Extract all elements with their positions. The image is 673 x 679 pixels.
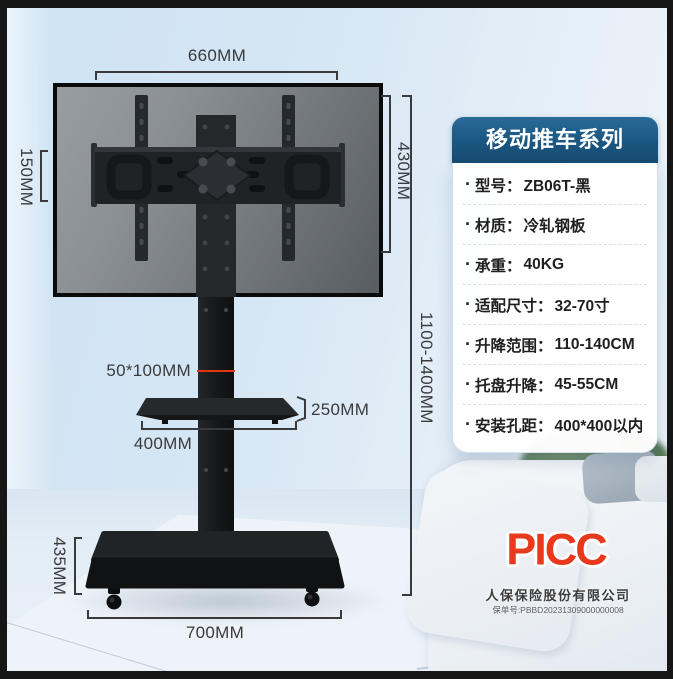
spec-value: 45-55CM (554, 375, 619, 393)
bullet-icon: · (465, 294, 471, 314)
spec-value: 40KG (523, 255, 565, 273)
dim-bracket-height-line (381, 95, 391, 253)
spec-row-load: · 承重： 40KG (463, 245, 647, 285)
dim-tv-width-label: 660MM (187, 46, 247, 65)
pillow (635, 456, 667, 502)
spec-row-tray-lift: · 托盘升降： 45-55CM (463, 365, 647, 405)
spec-value: 32-70寸 (554, 297, 610, 315)
insurance-policy-number: 保单号:PBBD20231309000000008 (492, 605, 624, 615)
spec-label: 材质： (475, 217, 522, 235)
spec-label: 安装孔距： (475, 417, 553, 435)
spec-card-body: · 型号： ZB06T-黑 · 材质： 冷轧钢板 · 承重： 40KG · 适配… (452, 163, 658, 453)
dim-tv-width-line (95, 71, 338, 80)
pole-screw (224, 468, 228, 472)
pole-screw (204, 308, 208, 312)
dim-tray-depth-label: 250MM (311, 400, 370, 419)
dim-base-width-line (87, 610, 342, 619)
spec-label: 托盘升降： (475, 377, 553, 395)
dim-height-range-label: 1100-1400MM (417, 312, 436, 424)
dim-base-width-label: 700MM (185, 623, 245, 642)
bullet-icon: · (465, 254, 471, 274)
bullet-icon: · (465, 334, 471, 354)
spec-row-hole-pattern: · 安装孔距： 400*400以内 (463, 405, 647, 444)
dim-plate-height-line (40, 150, 48, 202)
pole-screw (204, 468, 208, 472)
spec-row-model: · 型号： ZB06T-黑 (463, 165, 647, 205)
dim-plate-height-label: 150MM (17, 148, 36, 207)
dim-bracket-height-label: 430MM (394, 142, 413, 201)
pole-screw (224, 308, 228, 312)
dim-base-depth-label: 435MM (50, 537, 69, 596)
spec-card: 移动推车系列 · 型号： ZB06T-黑 · 材质： 冷轧钢板 · 承重： 40… (452, 117, 658, 453)
base-plate (85, 531, 345, 610)
dim-tray-depth-brace (296, 396, 306, 422)
spec-row-size: · 适配尺寸： 32-70寸 (463, 285, 647, 325)
dim-height-range-line (402, 95, 412, 596)
spec-label: 型号： (475, 177, 522, 195)
bullet-icon: · (465, 174, 471, 194)
spec-value: ZB06T-黑 (523, 177, 591, 195)
dim-tray-width-label: 400MM (133, 434, 193, 453)
pole-section-marker (197, 370, 235, 372)
bullet-icon: · (465, 214, 471, 234)
bullet-icon: · (465, 414, 471, 434)
spec-value: 冷轧钢板 (523, 217, 586, 235)
dim-pole-profile-label: 50*100MM (106, 361, 191, 380)
spec-row-material: · 材质： 冷轧钢板 (463, 205, 647, 245)
dim-tray-width-line (141, 421, 297, 430)
spec-label: 适配尺寸： (475, 297, 553, 315)
spec-value: 400*400以内 (554, 417, 644, 435)
bullet-icon: · (465, 374, 471, 394)
spec-card-title: 移动推车系列 (452, 117, 658, 163)
insurance-company-name: 人保保险股份有限公司 (485, 588, 631, 603)
spec-label: 承重： (475, 257, 522, 275)
spec-row-lift-range: · 升降范围： 110-140CM (463, 325, 647, 365)
tray-shelf (136, 398, 299, 424)
picc-logo: PICC (506, 524, 608, 575)
tv-mount-bracket (91, 95, 345, 297)
dim-base-depth-line (74, 537, 82, 595)
window-light (7, 8, 53, 508)
spec-label: 升降范围： (475, 337, 553, 355)
spec-value: 110-140CM (554, 335, 635, 353)
